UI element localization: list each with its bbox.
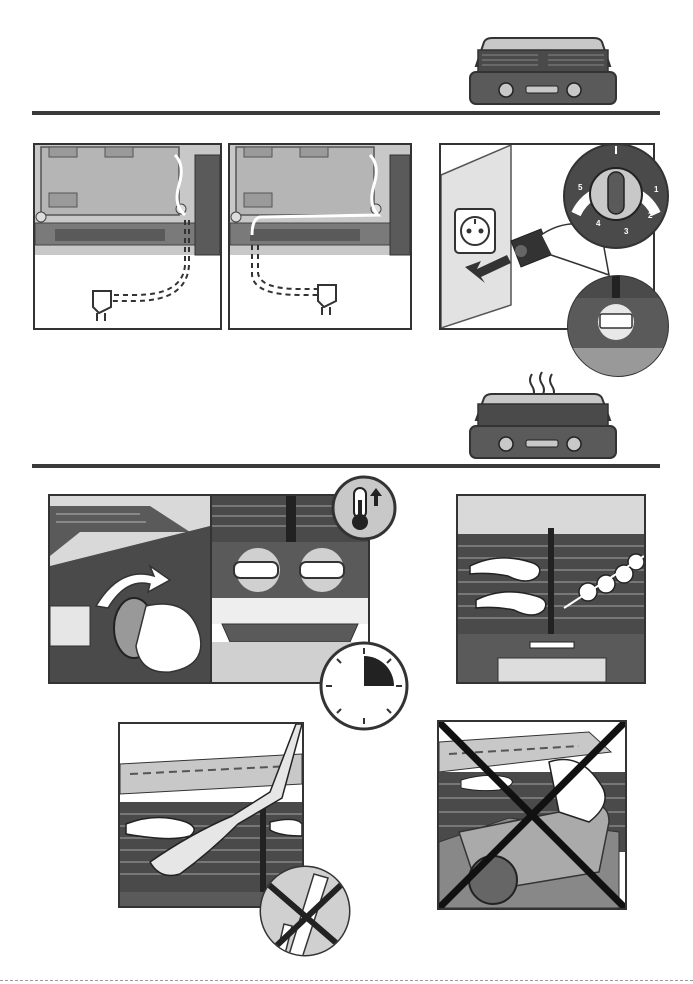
no-metal-utensils-inset <box>258 864 352 958</box>
plug-icon <box>93 291 111 321</box>
grill-overview-illustration <box>462 36 622 108</box>
grill-icon <box>470 394 616 458</box>
indicator-light-inset <box>566 274 670 378</box>
section-divider-top <box>32 111 660 115</box>
grill-icon <box>462 36 622 108</box>
plug-icon <box>318 285 336 315</box>
thermostat-dial-inset: 1 2 3 4 5 <box>562 142 670 250</box>
section-divider-middle <box>32 464 660 468</box>
thermometer-up-icon <box>330 474 398 542</box>
cross-out-icon <box>258 864 352 958</box>
dial-label-1: 1 <box>654 185 659 194</box>
dial-label-5: 5 <box>578 183 583 192</box>
dial-label-4: 4 <box>596 219 601 228</box>
thermometer-up-inset <box>330 474 398 542</box>
do-not-lift-panel <box>437 720 627 910</box>
cord-storage-panel-routed <box>228 143 412 330</box>
dial-label-2: 2 <box>648 211 653 220</box>
page-bottom-edge <box>0 980 693 981</box>
dial-label-3: 3 <box>624 227 629 236</box>
timer-inset <box>318 640 410 732</box>
turn-dial-panel <box>48 494 212 684</box>
food-on-grill-panel <box>456 494 646 684</box>
cord-storage-panel-straight <box>33 143 222 330</box>
wall-socket-icon <box>455 209 495 253</box>
grill-heating-illustration <box>462 370 622 462</box>
timer-icon <box>318 640 410 732</box>
